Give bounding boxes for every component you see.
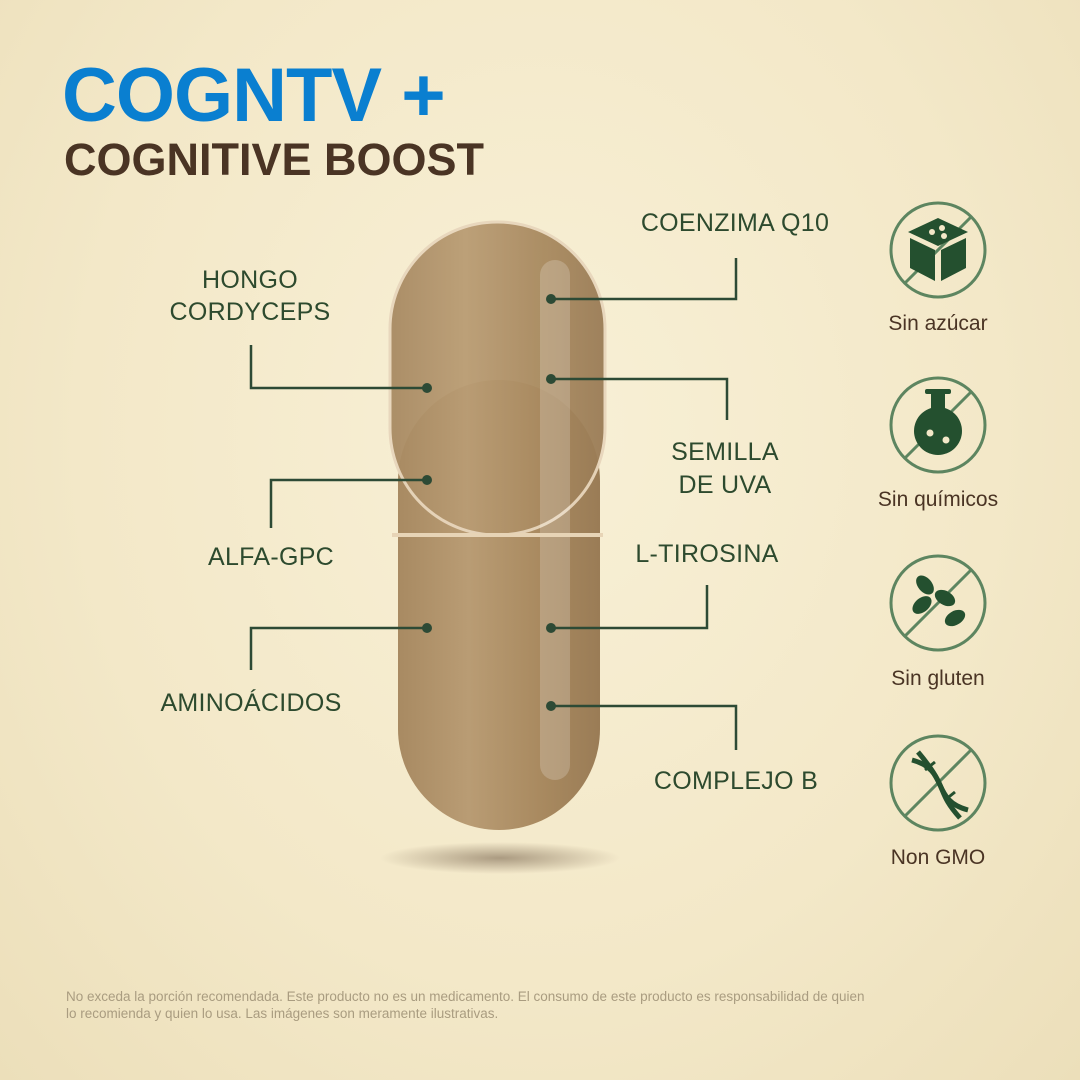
disclaimer: No exceda la porción recomendada. Este p… [66, 989, 865, 1021]
wheat-icon [912, 575, 966, 627]
flask-icon [914, 389, 962, 455]
capsule-shadow [380, 842, 620, 874]
badge-non-gmo: Non GMO [890, 846, 986, 869]
label-aminoacidos: AMINOÁCIDOS [160, 689, 342, 717]
product-subtitle: COGNITIVE BOOST [64, 134, 485, 185]
leader-lines [249, 258, 738, 750]
brand-title: COGNTV + [62, 53, 446, 138]
dna-icon [911, 750, 969, 820]
label-alfa-gpc: ALFA-GPC [207, 543, 335, 571]
sugar-cube-icon [908, 218, 968, 281]
label-cordyceps: CORDYCEPS [169, 298, 331, 326]
label-hongo: HONGO [202, 266, 298, 294]
badge-sin-gluten: Sin gluten [891, 667, 985, 690]
ingredient-dots [422, 294, 556, 711]
label-semilla: SEMILLA [671, 438, 779, 466]
badge-sin-quimicos: Sin químicos [877, 488, 999, 511]
label-complejo-b: COMPLEJO B [653, 767, 819, 795]
label-coenzima-q10: COENZIMA Q10 [640, 209, 830, 237]
label-de-uva: DE UVA [678, 471, 772, 499]
badge-sin-azucar: Sin azúcar [888, 312, 988, 335]
label-l-tirosina: L-TIROSINA [635, 540, 779, 568]
